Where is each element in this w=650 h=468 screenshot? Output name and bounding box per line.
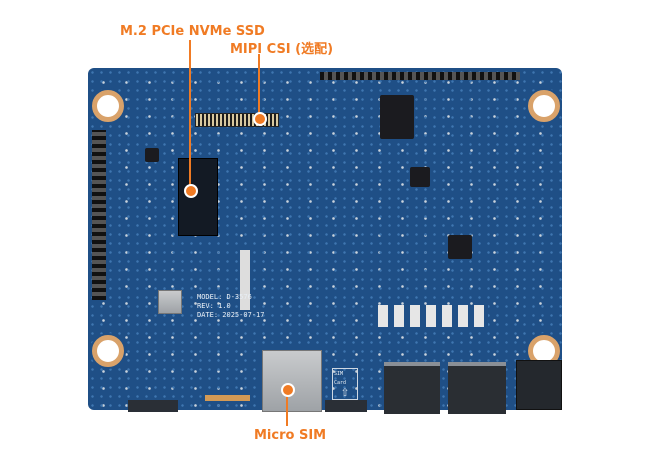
label-m2-nvme: M.2 PCIe NVMe SSD bbox=[120, 24, 265, 39]
connector bbox=[128, 400, 178, 412]
mosfet-row bbox=[378, 305, 488, 327]
leader-line bbox=[286, 390, 288, 426]
leader-line bbox=[258, 54, 260, 114]
ethernet-port bbox=[448, 362, 506, 414]
sim-card-text: SIM Card bbox=[334, 371, 347, 386]
leader-line bbox=[189, 40, 191, 188]
connector bbox=[325, 400, 367, 412]
usb-port bbox=[516, 360, 562, 410]
ic-chip bbox=[145, 148, 159, 162]
marker-dot bbox=[184, 184, 198, 198]
m2-nvme-slot bbox=[178, 158, 218, 236]
top-header bbox=[320, 72, 520, 80]
sim-card-marking: SIM Card⇧ bbox=[332, 368, 358, 400]
date-text: DATE: 2025-07-17 bbox=[197, 311, 265, 319]
soc-chip bbox=[380, 95, 414, 139]
marker-dot bbox=[253, 112, 267, 126]
board-silkscreen: MODEL: D-3576 REV: 1.0 DATE: 2025-07-17 bbox=[197, 293, 264, 320]
connector bbox=[205, 395, 250, 401]
mounting-hole bbox=[92, 90, 124, 122]
gpio-header bbox=[92, 130, 106, 300]
ic-chip bbox=[448, 235, 472, 259]
mounting-hole bbox=[92, 335, 124, 367]
ic-chip bbox=[410, 167, 430, 187]
component bbox=[240, 250, 250, 310]
marker-dot bbox=[281, 383, 295, 397]
inductor bbox=[158, 290, 182, 314]
ethernet-port bbox=[384, 362, 440, 414]
label-micro-sim: Micro SIM bbox=[254, 428, 327, 443]
micro-sim-holder bbox=[262, 350, 322, 412]
pcb-board bbox=[88, 68, 562, 410]
label-mipi-csi: MIPI CSI (选配) bbox=[230, 42, 334, 57]
mounting-hole bbox=[528, 90, 560, 122]
model-text: MODEL: D-3576 bbox=[197, 293, 252, 301]
rev-text: REV: 1.0 bbox=[197, 302, 231, 310]
